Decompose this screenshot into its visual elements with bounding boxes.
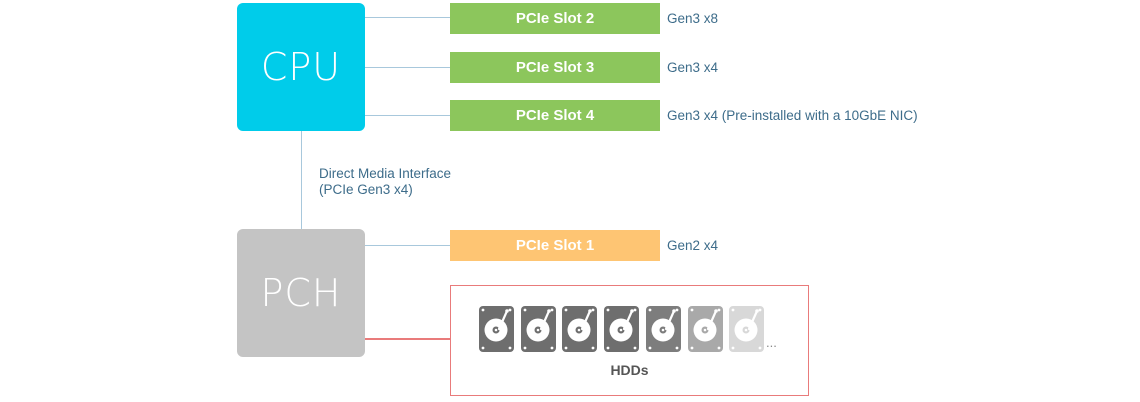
dmi-label: Direct Media Interface (PCIe Gen3 x4)	[319, 166, 451, 198]
hard-drive-icon	[562, 306, 598, 352]
pch-block: PCH	[237, 229, 365, 357]
hard-drive-icon	[645, 306, 681, 352]
pcie-slot-1: PCIe Slot 1	[450, 230, 660, 261]
pcie-slot-2-spec: Gen3 x8	[667, 11, 719, 26]
cpu-slot4-connector	[365, 115, 450, 116]
hard-drive-icon	[687, 306, 723, 352]
hard-drive-icon	[520, 306, 556, 352]
dmi-connector	[301, 131, 302, 229]
pcie-slot-4-spec: Gen3 x4 (Pre-installed with a 10GbE NIC)	[667, 108, 918, 123]
pch-hdd-connector	[365, 338, 450, 340]
hard-drive-icon	[479, 306, 514, 352]
hdd-group: ... HDDs	[450, 285, 809, 396]
dmi-label-line2: (PCIe Gen3 x4)	[319, 182, 413, 197]
pcie-slot-4: PCIe Slot 4	[450, 100, 660, 131]
cpu-slot2-connector	[365, 17, 450, 18]
hard-drive-icon	[729, 306, 765, 352]
hdd-label: HDDs	[610, 362, 649, 378]
pch-slot1-connector	[365, 245, 450, 246]
pcie-slot-1-spec: Gen2 x4	[667, 238, 719, 253]
more-drives-ellipsis: ...	[766, 335, 777, 350]
dmi-label-line1: Direct Media Interface	[319, 166, 452, 181]
pcie-slot-3-spec: Gen3 x4	[667, 60, 719, 75]
pcie-slot-2: PCIe Slot 2	[450, 3, 660, 34]
cpu-slot3-connector	[365, 67, 450, 68]
hard-drive-icon	[604, 306, 640, 352]
pcie-slot-3: PCIe Slot 3	[450, 52, 660, 83]
cpu-block: CPU	[237, 3, 365, 131]
